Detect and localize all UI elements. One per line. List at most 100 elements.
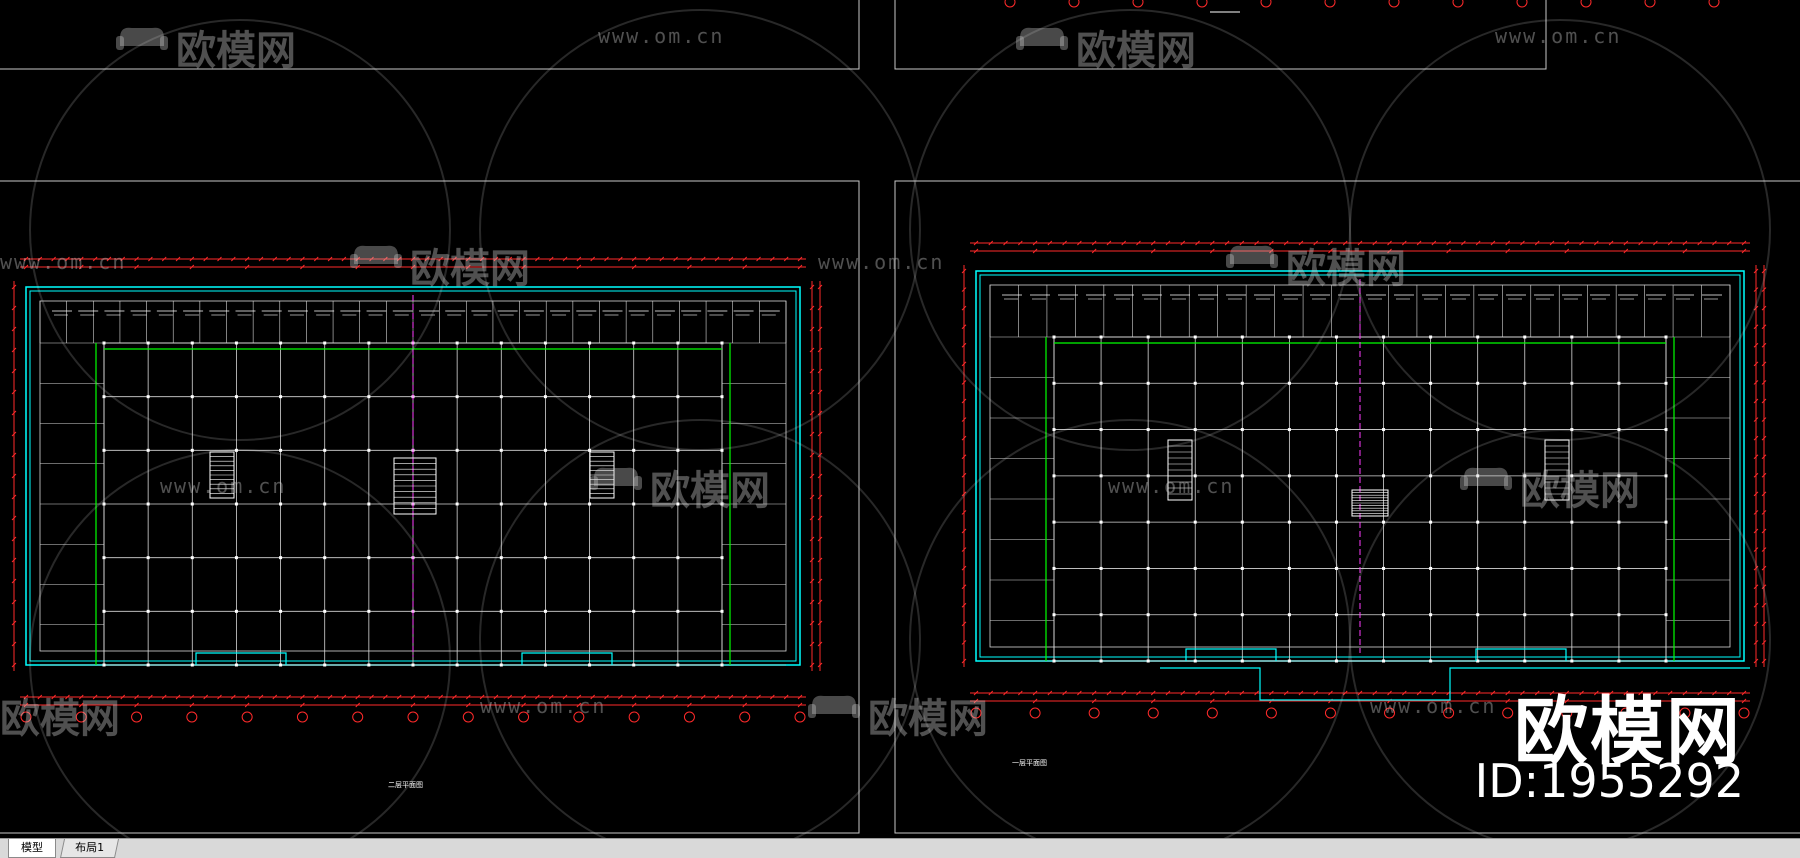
axis-bubble	[1004, 0, 1016, 8]
dimension-tick	[1564, 240, 1570, 246]
dimension-tick	[1431, 240, 1437, 246]
dimension-tick	[479, 694, 485, 700]
dimension-tick	[973, 248, 979, 254]
dimension-tick	[1753, 658, 1759, 664]
structural-column	[1193, 335, 1197, 339]
dimension-tick	[272, 256, 278, 262]
dimension-tick	[355, 694, 361, 700]
tab-layout1[interactable]: 布局1	[59, 839, 120, 858]
structural-column	[323, 609, 327, 613]
dimension-tick	[1180, 240, 1186, 246]
dimension-tick	[631, 702, 637, 708]
structural-column	[543, 448, 547, 452]
dimension-tick	[1753, 324, 1759, 330]
dimension-tick	[809, 620, 815, 626]
watermark-url: www.om.cn	[480, 694, 607, 718]
structural-column	[279, 502, 283, 506]
structural-column	[1240, 520, 1244, 524]
axis-bubble	[1324, 707, 1336, 719]
structural-column	[1476, 613, 1480, 617]
dimension-tick	[988, 240, 994, 246]
dimension-tick	[809, 347, 815, 353]
dimension-tick	[817, 557, 823, 563]
dimension-tick	[1761, 380, 1767, 385]
exterior-wall-inner	[979, 274, 1741, 658]
dimension-tick	[714, 256, 720, 262]
dimension-tick	[341, 694, 347, 700]
dimension-tick	[673, 256, 678, 262]
dimension-tick	[1549, 240, 1555, 246]
dimension-tick	[1682, 698, 1688, 704]
structural-column	[1099, 381, 1103, 385]
tab-model[interactable]: 模型	[8, 839, 56, 858]
dimension-tick	[1761, 287, 1767, 292]
structural-column	[1099, 335, 1103, 339]
dimension-tick	[1091, 248, 1097, 254]
dimension-tick	[604, 256, 609, 262]
axis-bubble	[1679, 707, 1691, 719]
dimension-tick	[1357, 690, 1363, 696]
dimension-tick	[1313, 240, 1319, 246]
structural-column	[676, 502, 680, 506]
structural-column	[455, 395, 459, 399]
dimension-tick	[175, 256, 181, 262]
dimension-tick	[728, 256, 734, 262]
structural-column	[1476, 659, 1480, 663]
dimension-tick	[645, 694, 651, 700]
watermark-ring	[479, 419, 921, 838]
dimension-tick	[175, 694, 181, 700]
structural-column	[676, 341, 680, 345]
structural-column	[190, 502, 194, 506]
dimension-tick	[203, 694, 209, 700]
structural-column	[411, 663, 415, 667]
sheet-frame-right	[894, 180, 1800, 834]
dimension-tick	[1564, 698, 1570, 704]
dimension-tick	[548, 694, 554, 700]
structural-column	[588, 341, 592, 345]
structural-column	[1382, 474, 1386, 478]
dimension-tick	[817, 305, 823, 311]
dimension-tick	[521, 702, 526, 708]
structural-column	[455, 502, 459, 506]
dimension-tick	[452, 256, 457, 262]
dimension-tick	[817, 347, 823, 353]
dimension-tick	[1753, 547, 1759, 552]
dimension-tick	[23, 256, 29, 262]
dimension-tick	[465, 694, 471, 700]
dimension-tick	[1753, 454, 1759, 460]
dimension-tick	[590, 256, 596, 262]
structural-column	[1146, 613, 1150, 617]
structural-column	[1052, 613, 1056, 617]
watermark-brand: 欧模网	[410, 246, 530, 292]
dimension-tick	[1003, 690, 1008, 696]
dimension-tick	[1209, 248, 1215, 254]
structural-column	[455, 556, 459, 560]
dimension-tick	[1726, 240, 1732, 246]
dimension-tick	[78, 256, 84, 262]
structural-column	[1617, 659, 1621, 663]
structural-column	[1523, 613, 1527, 617]
watermark-url: www.om.cn	[598, 24, 725, 48]
dimension-tick	[11, 578, 17, 584]
structural-column	[1240, 335, 1244, 339]
dimension-tick	[134, 256, 139, 262]
dimension-tick	[11, 473, 17, 479]
structural-column	[632, 341, 636, 345]
dimension-tick	[1372, 240, 1378, 246]
structural-column	[1146, 566, 1150, 570]
structural-column	[1617, 474, 1621, 478]
watermark-brand: 欧模网	[0, 696, 120, 742]
dimension-tick	[521, 256, 526, 262]
dimension-tick	[1623, 698, 1629, 704]
cad-model-viewport[interactable]	[0, 0, 1800, 838]
dimension-tick	[576, 702, 582, 708]
structural-column	[543, 609, 547, 613]
structural-column	[190, 609, 194, 613]
dimension-tick	[92, 256, 98, 262]
dimension-tick	[973, 690, 979, 696]
dimension-tick	[1726, 690, 1732, 696]
structural-column	[1523, 381, 1527, 385]
structural-column	[234, 502, 238, 506]
structural-column	[234, 609, 238, 613]
dimension-tick	[465, 264, 471, 270]
